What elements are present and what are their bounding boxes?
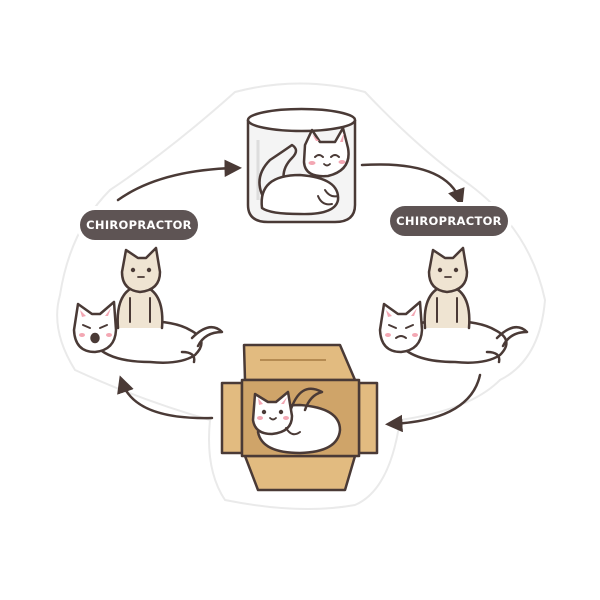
arrow-to-box [385,373,482,433]
cat-in-box [251,387,342,455]
arrow-to-left-adjustment [117,375,214,420]
arrow-to-jar [116,159,242,202]
cycle-arrows [116,159,482,433]
chiropractor-label-right: CHIROPRACTOR [390,206,508,236]
arrow-to-right-adjustment [360,163,465,207]
chiropractor-label-left: CHIROPRACTOR [80,210,198,240]
cat-in-jar [258,126,350,216]
sticker-backing [56,82,547,510]
left-adjustment-scene [72,246,224,364]
right-adjustment-scene [378,246,529,364]
